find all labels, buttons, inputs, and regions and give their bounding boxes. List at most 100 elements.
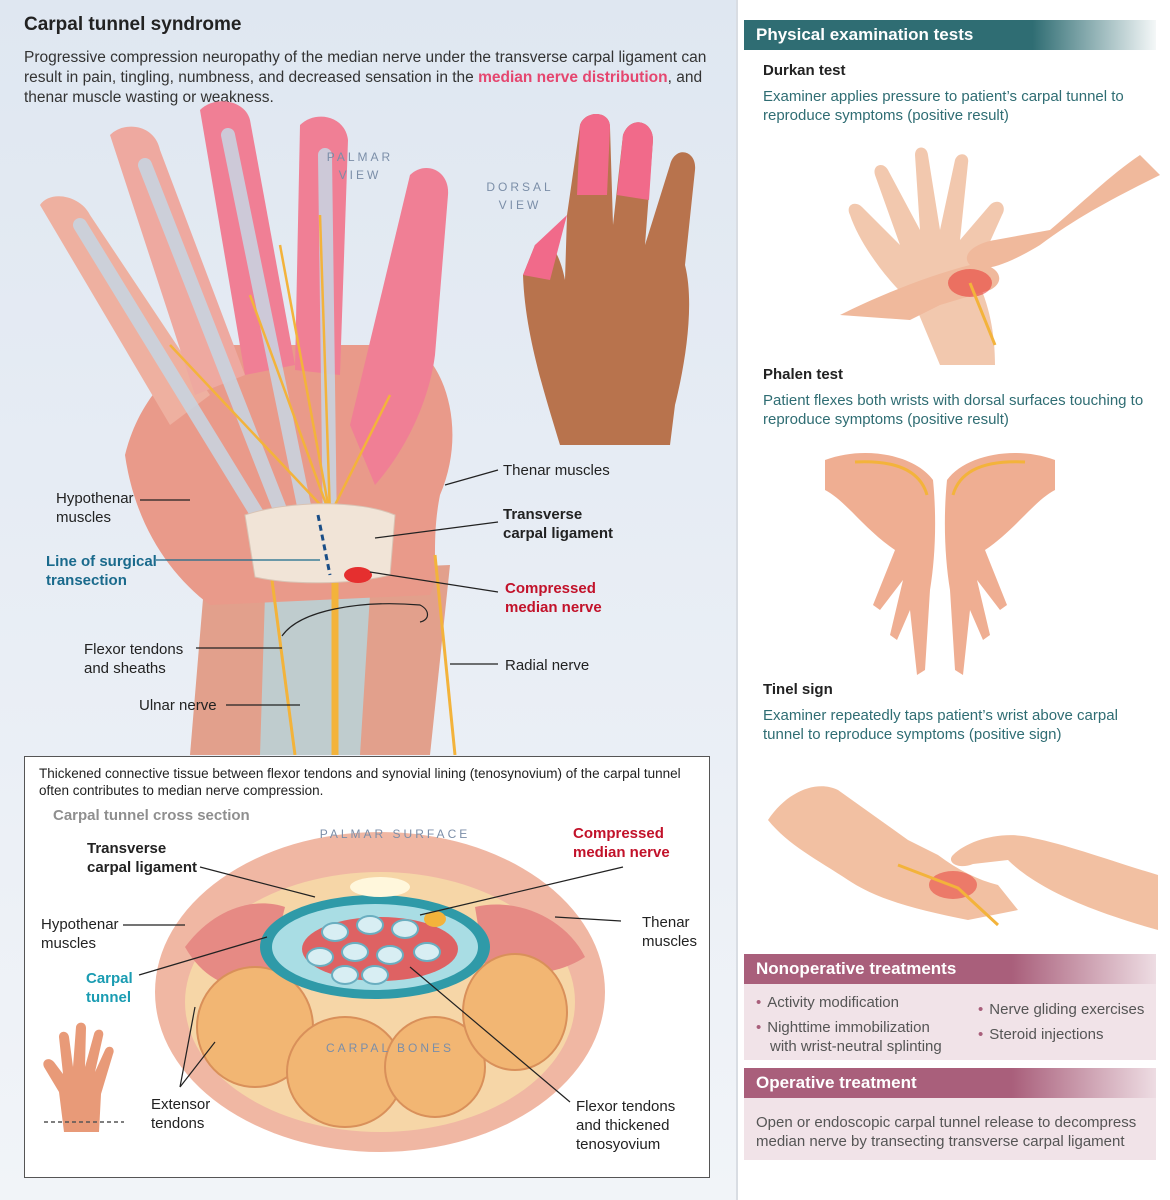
nonop-item-immobilization: • Nighttime immobilization [756, 1018, 930, 1037]
tinel-sign-desc: Examiner repeatedly taps patient’s wrist… [763, 707, 1118, 743]
nonop-item-immobilization-cont: with wrist-neutral splinting [770, 1038, 942, 1055]
inset-thenar-label: Thenar muscles [642, 913, 697, 951]
carpal-bones [196, 953, 568, 1128]
nonop-item-immobilization-text: Nighttime immobilization [767, 1019, 930, 1036]
intro-text-end: , and thenar muscle wasting or weakness. [24, 69, 703, 106]
dorsal-view-label: DORSAL VIEW [470, 178, 570, 214]
dorsal-view-line2: VIEW [498, 198, 542, 212]
inset-flexor-line3: tenosyovium [576, 1136, 661, 1153]
palmar-view-line2: VIEW [338, 168, 382, 182]
cross-section-inset: Thickened connective tissue between flex… [24, 756, 710, 1178]
nonop-item-activity: • Activity modification [756, 993, 899, 1012]
phalen-nerve-right [951, 460, 1026, 496]
patient-hand [848, 147, 1004, 365]
durkan-nerve [968, 282, 997, 346]
dorsal-hand-shape [523, 113, 696, 445]
inset-hypothenar-label: Hypothenar muscles [41, 915, 119, 953]
intro-text-start: Progressive compression neuropathy of th… [24, 49, 707, 86]
dorsal-index-tip [577, 113, 610, 195]
inset-carpal-tunnel-label: Carpal tunnel [86, 969, 133, 1007]
surgical-line2: transection [46, 572, 127, 589]
surgical-transection-label: Line of surgical transection [46, 552, 157, 590]
palmar-view-label: PALMAR VIEW [310, 148, 410, 184]
tinel-examiner-hand [950, 835, 1158, 930]
inset-leader-lines [123, 866, 624, 1103]
flexor-line1: Flexor tendons [84, 641, 184, 658]
tinel-nerve [897, 863, 1000, 927]
surgical-transection-line [316, 514, 332, 576]
cross-section-illustration [155, 832, 605, 1152]
tcl-line1: Transverse [503, 506, 583, 523]
inset-extensor-line1: Extensor [151, 1096, 211, 1113]
hypothenar-line2: muscles [56, 509, 112, 526]
inset-tcl-label: Transverse carpal ligament [87, 839, 197, 877]
hand-locator-icon [43, 1022, 124, 1132]
inset-thenar-line2: muscles [642, 933, 698, 950]
median-nerve-section [424, 911, 446, 927]
inset-tcl-line1: Transverse [87, 840, 167, 857]
inset-thenar-line1: Thenar [642, 914, 690, 931]
flexor-tendons-label: Flexor tendons and sheaths [84, 640, 183, 678]
tcl-line2: carpal ligament [503, 525, 614, 542]
inset-subtitle: Carpal tunnel cross section [53, 807, 250, 824]
phalen-test-desc: Patient flexes both wrists with dorsal s… [763, 392, 1144, 428]
compressed-median-nerve-label: Compressed median nerve [505, 579, 602, 617]
hypothenar-line1: Hypothenar [56, 490, 134, 507]
dorsal-hand-illustration [523, 113, 696, 445]
left-flexed-hand [825, 452, 936, 675]
inset-compressed-label: Compressed median nerve [573, 824, 670, 862]
inset-compressed-line2: median nerve [573, 844, 670, 861]
bullet-icon: • [978, 1001, 984, 1018]
radial-nerve-label: Radial nerve [505, 657, 590, 674]
carpal-bones-label: CARPAL BONES [325, 1041, 455, 1055]
inset-extensor-label: Extensor tendons [151, 1095, 210, 1133]
thenar-muscles-label: Thenar muscles [503, 462, 610, 479]
operative-header: Operative treatment [744, 1068, 1156, 1098]
nonop-item-activity-text: Activity modification [767, 994, 899, 1011]
bullet-icon: • [978, 1026, 984, 1043]
inset-tcl-line2: carpal ligament [87, 859, 198, 876]
nonop-item-steroid: • Steroid injections [978, 1025, 1104, 1044]
nonop-item-steroid-text: Steroid injections [989, 1026, 1104, 1043]
operative-desc: Open or endoscopic carpal tunnel release… [756, 1114, 1137, 1150]
hypothenar-label: Hypothenar muscles [56, 489, 134, 527]
dorsal-view-line1: DORSAL [486, 180, 554, 194]
dorsal-thumb-tip [523, 215, 567, 280]
dorsal-middle-tip [617, 122, 653, 200]
inset-hypothenar-line2: muscles [41, 935, 97, 952]
durkan-test-illustration [840, 147, 1160, 365]
inset-flexor-label: Flexor tendons and thickened tenosyovium [576, 1097, 675, 1154]
inset-compressed-line1: Compressed [573, 825, 664, 842]
nonoperative-header: Nonoperative treatments [744, 954, 1156, 984]
page-title: Carpal tunnel syndrome [24, 14, 242, 35]
tinel-sign-title: Tinel sign [763, 681, 833, 698]
bullet-icon: • [756, 994, 762, 1011]
bullet-icon: • [756, 1019, 762, 1036]
palmar-view-line1: PALMAR [326, 150, 394, 164]
palmar-hand-illustration [40, 101, 457, 755]
durkan-test-title: Durkan test [763, 62, 846, 79]
inset-carpal-line2: tunnel [86, 989, 131, 1006]
nonop-item-nerve-gliding-text: Nerve gliding exercises [989, 1001, 1145, 1018]
palmar-surface-label: PALMAR SURFACE [319, 827, 471, 841]
thumb [350, 167, 449, 485]
radial-nerve [433, 554, 457, 755]
phalen-nerve-left [854, 460, 929, 496]
tcl-label: Transverse carpal ligament [503, 505, 613, 543]
compressed-line1: Compressed [505, 580, 596, 597]
phalen-test-illustration [825, 452, 1055, 675]
inset-carpal-line1: Carpal [86, 970, 133, 987]
inset-caption: Thickened connective tissue between flex… [39, 766, 681, 798]
tinel-sign-illustration [768, 786, 1158, 930]
examiner-hand-right [966, 155, 1160, 269]
surgical-line1: Line of surgical [46, 553, 157, 570]
inset-extensor-line2: tendons [151, 1115, 205, 1132]
locator-hand [43, 1022, 114, 1132]
panel-divider [736, 0, 738, 1200]
palm-leader-lines [140, 469, 499, 706]
compressed-line2: median nerve [505, 599, 602, 616]
transverse-carpal-ligament [244, 503, 396, 584]
right-flexed-hand [944, 452, 1055, 675]
durkan-test-desc: Examiner applies pressure to patient’s c… [763, 88, 1124, 124]
nonop-item-nerve-gliding: • Nerve gliding exercises [978, 1000, 1144, 1019]
